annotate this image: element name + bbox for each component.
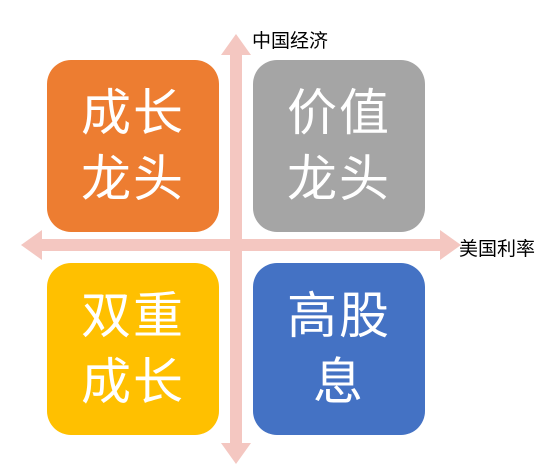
y-axis-label: 中国经济 [252, 30, 329, 52]
quadrant-top-right-line-2: 龙头 [287, 150, 391, 208]
quadrant-top-right: 价值 龙头 [253, 60, 425, 232]
vertical-axis-down-arrow-icon [221, 443, 251, 464]
quadrant-bottom-right-line-1: 高股 [287, 287, 391, 345]
quadrant-bottom-left-line-1: 双重 [81, 287, 185, 345]
quadrant-bottom-right: 高股 息 [253, 263, 425, 435]
x-axis-label: 美国利率 [459, 238, 536, 260]
quadrant-bottom-right-line-2: 息 [313, 353, 365, 411]
quadrant-top-left: 成长 龙头 [47, 60, 219, 232]
quadrant-top-left-line-2: 龙头 [81, 150, 185, 208]
horizontal-axis-left-arrow-icon [21, 230, 42, 260]
quadrant-top-left-line-1: 成长 [81, 84, 185, 142]
vertical-axis-up-arrow-icon [221, 34, 251, 55]
quadrant-top-right-line-1: 价值 [287, 84, 391, 142]
quadrant-bottom-left: 双重 成长 [47, 263, 219, 435]
horizontal-axis-right-arrow-icon [440, 230, 461, 260]
quadrant-bottom-left-line-2: 成长 [81, 353, 185, 411]
horizontal-axis [40, 239, 442, 251]
